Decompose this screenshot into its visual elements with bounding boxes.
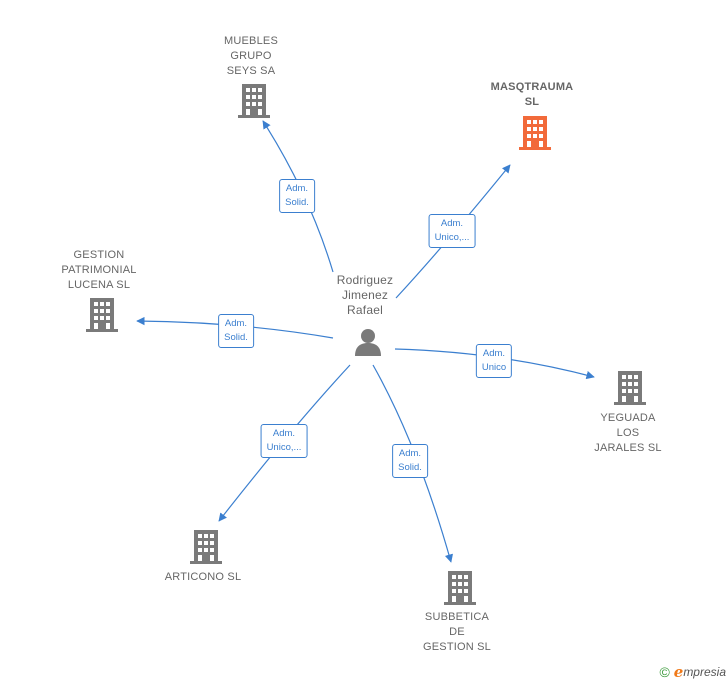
building-icon[interactable] [237, 83, 271, 119]
person-name[interactable]: Rodriguez Jimenez Rafael [336, 273, 394, 317]
building-icon[interactable] [443, 570, 477, 606]
edge-role-badge[interactable]: Adm. Unico,... [428, 214, 476, 248]
company-label[interactable]: SUBBETICA DE GESTION SL [422, 611, 492, 653]
company-label[interactable]: ARTICONO SL [164, 571, 242, 583]
building-icon[interactable] [85, 297, 119, 333]
company-label[interactable]: MUEBLES GRUPO SEYS SA [224, 35, 278, 77]
edge-role-badge[interactable]: Adm. Unico [475, 344, 513, 378]
edge-role-badge[interactable]: Adm. Solid. [392, 444, 428, 478]
edge-role-badge[interactable]: Adm. Solid. [218, 314, 254, 348]
edge-role-badge[interactable]: Adm. Solid. [279, 179, 315, 213]
company-label[interactable]: YEGUADA LOS JARALES SL [594, 412, 662, 454]
brand-name: mpresia [683, 665, 726, 679]
building-icon[interactable] [518, 115, 552, 151]
brand-initial: e [673, 663, 684, 681]
building-icon[interactable] [189, 529, 223, 565]
edge-role-badge[interactable]: Adm. Unico,... [260, 424, 308, 458]
person-icon[interactable] [353, 327, 383, 357]
company-label[interactable]: GESTION PATRIMONIAL LUCENA SL [61, 249, 137, 291]
company-label[interactable]: MASQTRAUMA SL [490, 81, 574, 108]
copyright-icon: © [659, 664, 670, 680]
building-icon[interactable] [613, 370, 647, 406]
